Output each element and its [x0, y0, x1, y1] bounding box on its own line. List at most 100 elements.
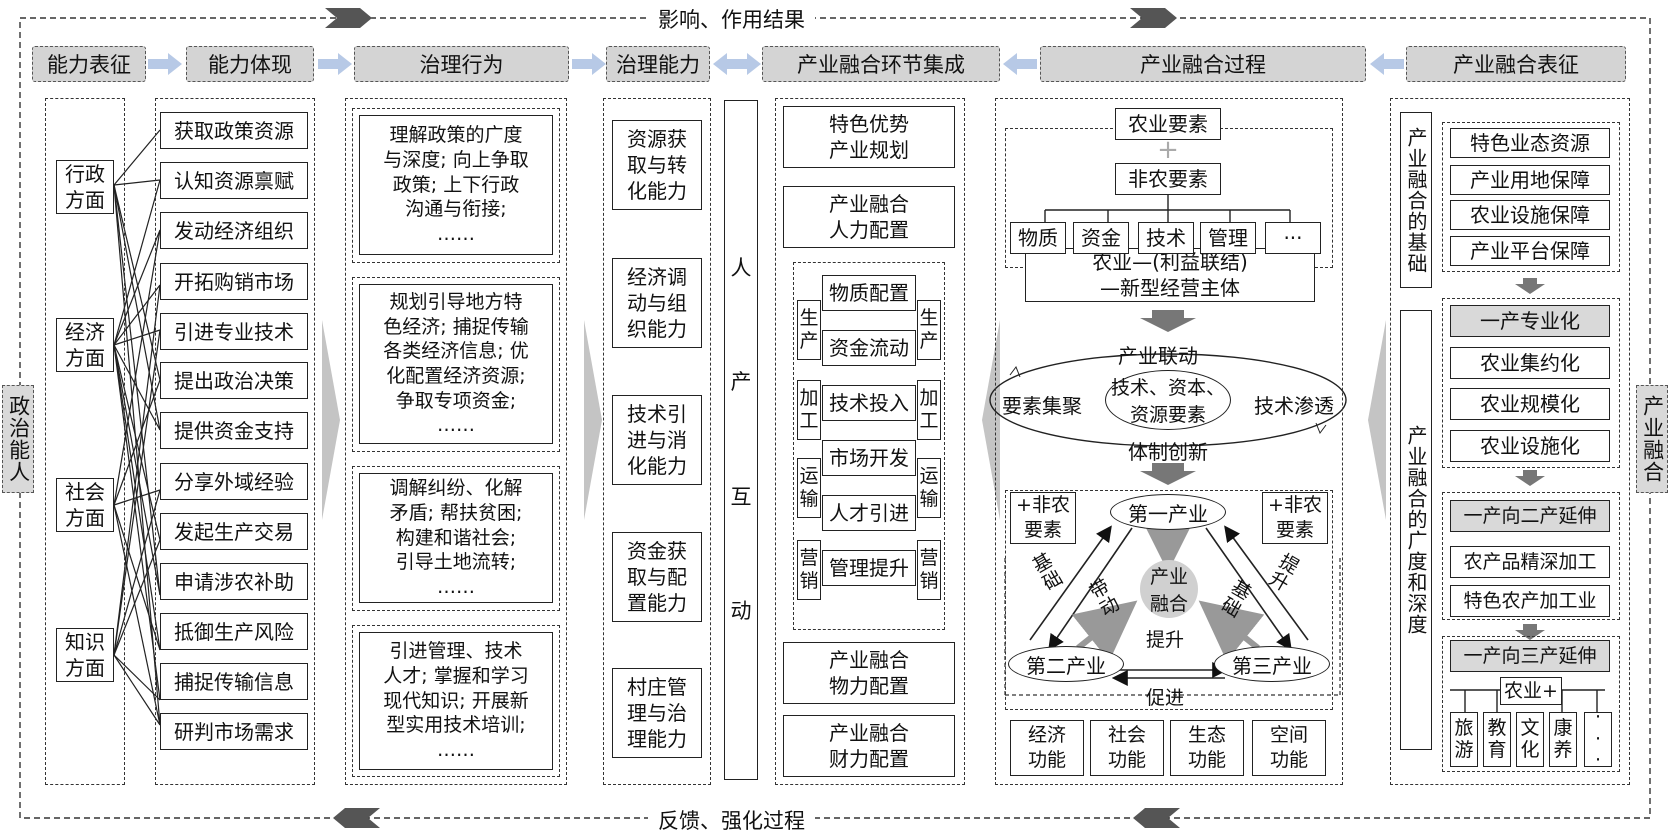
integration-panel [775, 98, 965, 785]
aspect-knowledge: 知识 方面 [56, 628, 114, 682]
integration-step: 人才引进 [822, 495, 916, 531]
header-ability-manifestation: 能力体现 [186, 46, 314, 82]
function-box: 社会 功能 [1090, 720, 1164, 776]
fusion-core: 产业 融合 [1140, 560, 1198, 618]
integration-step: 管理提升 [822, 550, 916, 586]
bottom-feedback-label: 反馈、强化过程 [648, 805, 815, 835]
capacity-finance: 资金获 取与配 置能力 [612, 532, 702, 622]
top-feedback-label: 影响、作用结果 [648, 4, 815, 34]
ability-item: 研判市场需求 [160, 713, 308, 750]
chain-stage-right: 加 工 [917, 380, 941, 440]
capacities-panel [603, 98, 711, 785]
header-integration: 产业融合环节集成 [762, 46, 1000, 82]
plus-non-agri-left: +非农 要素 [1010, 492, 1076, 544]
second-industry: 第二产业 [1008, 646, 1124, 682]
aspect-economic: 经济 方面 [56, 318, 114, 372]
agri-plus: 农业+ [1500, 677, 1562, 705]
integration-step: 市场开发 [822, 440, 916, 476]
function-box: 空间 功能 [1252, 720, 1326, 776]
factor-box: 技术 [1138, 222, 1194, 254]
capacity-village: 村庄管 理与治 理能力 [612, 668, 702, 758]
representation-panel [1390, 98, 1630, 785]
basis-label: 产业融合的基础 [1400, 112, 1432, 288]
ability-item: 提供资金支持 [160, 412, 308, 449]
industry-fusion-label: 产业融合 [1636, 385, 1668, 493]
ability-item: 发动经济组织 [160, 212, 308, 249]
chain-stage-right: 生 产 [917, 300, 941, 360]
innovation-label: 体制创新 [1128, 440, 1208, 464]
chain-stage-left: 加 工 [797, 380, 821, 440]
chain-stage-left: 运 输 [797, 458, 821, 518]
ability-item: 开拓购销市场 [160, 263, 308, 300]
chevron-left-icon [1133, 808, 1180, 828]
header-governance-capacity: 治理能力 [606, 46, 710, 82]
header-arrows [148, 53, 1404, 75]
ability-item: 提出政治决策 [160, 362, 308, 399]
agri-factor: 农业要素 [1115, 108, 1221, 140]
penetrate-label: 技术渗透 [1254, 394, 1334, 418]
tertiary-item: 教 育 [1483, 712, 1511, 767]
process-tree [1044, 195, 1291, 222]
primary-item: 农业规模化 [1450, 388, 1610, 420]
tertiary-head: 一产向三产延伸 [1450, 640, 1610, 672]
integration-material: 产业融合 物力配置 [783, 642, 955, 704]
depth-label: 产业融合的广度和深度 [1400, 310, 1432, 750]
fusion-arrows [1071, 512, 1265, 662]
secondary-item: 特色农产加工业 [1450, 585, 1610, 617]
primary-item: 农业设施化 [1450, 430, 1610, 462]
plus-icon: + [1157, 135, 1179, 165]
ability-item: 抵御生产风险 [160, 613, 308, 650]
items-panel [155, 98, 315, 785]
promote-label: 促进 [1146, 687, 1185, 709]
basis-item: 农业设施保障 [1450, 200, 1610, 230]
integration-finance: 产业融合 财力配置 [783, 715, 955, 777]
factor-box: ··· [1265, 222, 1321, 254]
triangle-arrows [1029, 525, 1309, 686]
basis-item: 特色业态资源 [1450, 128, 1610, 158]
secondary-item: 农产品精深加工 [1450, 546, 1610, 578]
lift-label: 提升 [1146, 629, 1185, 651]
integration-step: 物质配置 [822, 275, 916, 311]
function-box: 生态 功能 [1170, 720, 1244, 776]
factor-box: 物质 [1010, 222, 1066, 254]
chevron-left-icon [333, 808, 380, 828]
chain-stage-left: 生 产 [797, 300, 821, 360]
aspects-panel [45, 98, 125, 785]
plus-non-agri-right: +非农 要素 [1262, 492, 1328, 544]
new-business-subject: 农业—(利益联结) —新型经营主体 [1025, 248, 1315, 302]
chevron-right-icon [325, 8, 372, 28]
tertiary-item: 文 化 [1516, 712, 1544, 767]
capacity-resource: 资源获 取与转 化能力 [612, 120, 702, 210]
ability-item: 获取政策资源 [160, 112, 308, 149]
header-fusion-process: 产业融合过程 [1040, 46, 1366, 82]
behavior-knowledge: 引进管理、技术 人才; 掌握和学习 现代知识; 开展新 型实用技术培训; …… [359, 632, 553, 770]
function-box: 经济 功能 [1010, 720, 1084, 776]
aspect-administrative: 行政 方面 [56, 160, 114, 214]
gather-label: 要素集聚 [1002, 394, 1082, 418]
integration-step: 技术投入 [822, 385, 916, 421]
header-fusion-representation: 产业融合表征 [1406, 46, 1626, 82]
process-panel [995, 98, 1343, 785]
header-governance-behavior: 治理行为 [354, 46, 569, 82]
third-industry: 第三产业 [1214, 646, 1330, 682]
integration-step: 资金流动 [822, 330, 916, 366]
political-talent-label: 政治能人 [2, 385, 34, 493]
ability-item: 发起生产交易 [160, 513, 308, 550]
non-agri-factor: 非农要素 [1115, 163, 1221, 195]
tertiary-item: · · · [1584, 706, 1612, 771]
behavior-economic: 规划引导地方特 色经济; 捕捉传输 各类经济信息; 优 化配置经济资源; 争取专… [359, 284, 553, 444]
factor-box: 管理 [1200, 222, 1256, 254]
chain-stage-right: 营 销 [917, 540, 941, 600]
factor-box: 资金 [1073, 222, 1129, 254]
chain-stage-right: 运 输 [917, 458, 941, 518]
capacity-economic: 经济调 动与组 织能力 [612, 258, 702, 348]
primary-item: 农业集约化 [1450, 347, 1610, 379]
chevron-right-icon [1130, 8, 1177, 28]
capacity-technology: 技术引 进与消 化能力 [612, 395, 702, 485]
down-arrows [1140, 278, 1545, 640]
ability-item: 分享外域经验 [160, 463, 308, 500]
ability-item: 捕捉传输信息 [160, 663, 308, 700]
tertiary-item: 旅 游 [1450, 712, 1478, 767]
aspect-item-links [113, 129, 161, 726]
behavior-social: 调解纠纷、化解 矛盾; 帮扶贫困; 构建和谐社会; 引导土地流转; …… [359, 473, 553, 603]
